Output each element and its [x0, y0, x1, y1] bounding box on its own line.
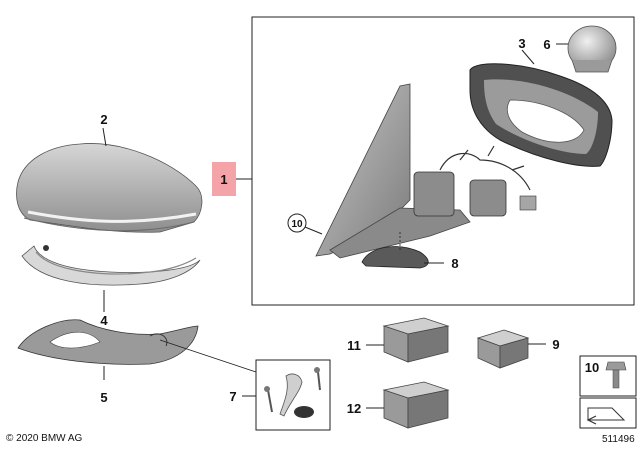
- fastener-kit-frame: [255, 359, 331, 431]
- callout-7[interactable]: 7: [229, 389, 236, 404]
- callout-4[interactable]: 4: [100, 313, 108, 328]
- copyright-notice: © 2020 BMW AG: [6, 433, 83, 444]
- callout-10-ring: [287, 213, 307, 233]
- small-part-box-9[interactable]: [476, 329, 530, 369]
- callout-3[interactable]: 3: [518, 36, 525, 51]
- leader-2: [102, 127, 107, 147]
- turn-signal-part[interactable]: [21, 245, 201, 286]
- mirror-housing-part[interactable]: [315, 83, 471, 259]
- callout-8[interactable]: 8: [451, 256, 458, 271]
- screw-part-frame: [579, 355, 637, 397]
- screw-part[interactable]: [605, 361, 627, 389]
- arrow-symbol-icon: [586, 407, 626, 425]
- mirror-cap-part[interactable]: [16, 143, 203, 233]
- leader-3: [521, 49, 535, 65]
- callout-2[interactable]: 2: [100, 112, 107, 127]
- callout-6[interactable]: 6: [543, 37, 550, 52]
- arrow-symbol-frame: [579, 397, 637, 429]
- callout-10b[interactable]: 10: [585, 360, 599, 375]
- callout-5[interactable]: 5: [100, 390, 107, 405]
- callout-1[interactable]: 1: [220, 172, 227, 187]
- assembly-frame: [251, 16, 635, 306]
- small-part-box-12[interactable]: [382, 381, 450, 429]
- mirror-base-part[interactable]: [17, 319, 199, 365]
- gasket-part[interactable]: [361, 246, 429, 269]
- motor-wiring-part[interactable]: [413, 145, 537, 217]
- leader-10: [304, 226, 323, 235]
- mirror-glass-part[interactable]: [469, 63, 613, 167]
- actuator-dome-part[interactable]: [567, 25, 617, 73]
- fastener-kit-part[interactable]: [264, 367, 321, 418]
- callout-12[interactable]: 12: [347, 401, 361, 416]
- diagram-number: 511496: [602, 434, 635, 445]
- small-part-box-11[interactable]: [382, 317, 450, 363]
- leader-5-to-7: [159, 339, 257, 373]
- callout-10[interactable]: 10: [291, 219, 303, 230]
- callout-9[interactable]: 9: [552, 337, 559, 352]
- callout-1-highlight[interactable]: [212, 162, 236, 196]
- callout-11[interactable]: 11: [347, 338, 361, 353]
